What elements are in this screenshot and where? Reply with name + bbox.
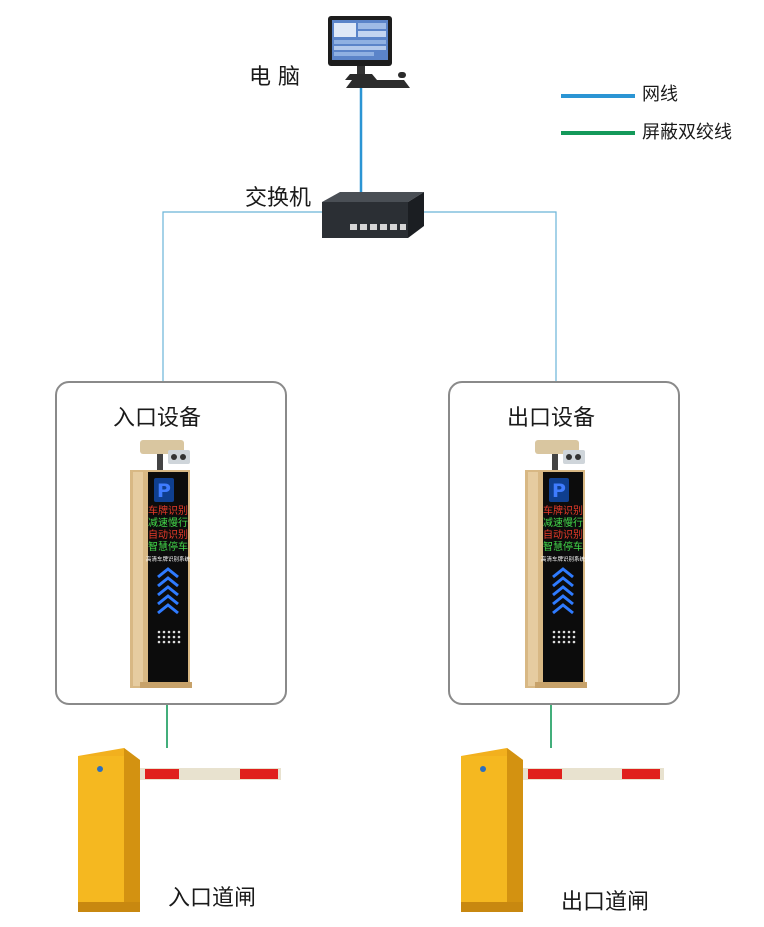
switch-to-exit-line [424, 211, 557, 383]
network-lines [162, 88, 557, 383]
legend-network-line-label: 网线 [642, 84, 678, 105]
switch-to-entry-line [162, 211, 322, 383]
exit-speaker-icon [552, 630, 576, 644]
exit-gate-label: 出口道闸 [561, 890, 650, 915]
computer-icon [328, 16, 410, 88]
exit-device-label: 出口设备 [507, 406, 596, 431]
entry-device-label: 入口设备 [113, 406, 202, 431]
entry-panel-logo: P [157, 480, 171, 502]
entry-lpr-device-icon: P 车牌识别 减速慢行 自动识别 智慧停车 高清车牌识别系统 [130, 440, 192, 688]
switch-icon [322, 192, 424, 238]
exit-gate-icon [461, 748, 664, 912]
entry-arrow-up-icons [157, 567, 179, 615]
entry-gate-label: 入口道闸 [168, 886, 257, 911]
switch-label: 交换机 [245, 186, 312, 211]
entry-panel-line-2: 减速慢行 [148, 516, 188, 529]
exit-arrow-up-icons [552, 567, 574, 615]
exit-lpr-device-icon: P 车牌识别 减速慢行 自动识别 智慧停车 高清车牌识别系统 [525, 440, 587, 688]
legend-twisted-pair-label: 屏蔽双绞线 [642, 122, 732, 143]
exit-panel-line-2: 减速慢行 [543, 516, 583, 529]
exit-panel-line-1: 车牌识别 [543, 504, 583, 517]
entry-panel-line-1: 车牌识别 [148, 504, 188, 517]
entry-panel-footer: 高清车牌识别系统 [146, 555, 191, 563]
entry-panel-line-4: 智慧停车 [148, 540, 188, 553]
entry-panel-line-3: 自动识别 [148, 528, 188, 541]
exit-panel-logo: P [552, 480, 566, 502]
entry-speaker-icon [157, 630, 181, 644]
exit-panel-footer: 高清车牌识别系统 [541, 555, 586, 563]
legend-network-line-swatch [561, 94, 635, 98]
twisted-pair-lines [166, 703, 552, 748]
legend-twisted-pair-swatch [561, 131, 635, 135]
exit-panel-line-3: 自动识别 [543, 528, 583, 541]
exit-panel-line-4: 智慧停车 [543, 540, 583, 553]
computer-label: 电 脑 [249, 65, 300, 90]
entry-gate-icon [78, 748, 281, 912]
